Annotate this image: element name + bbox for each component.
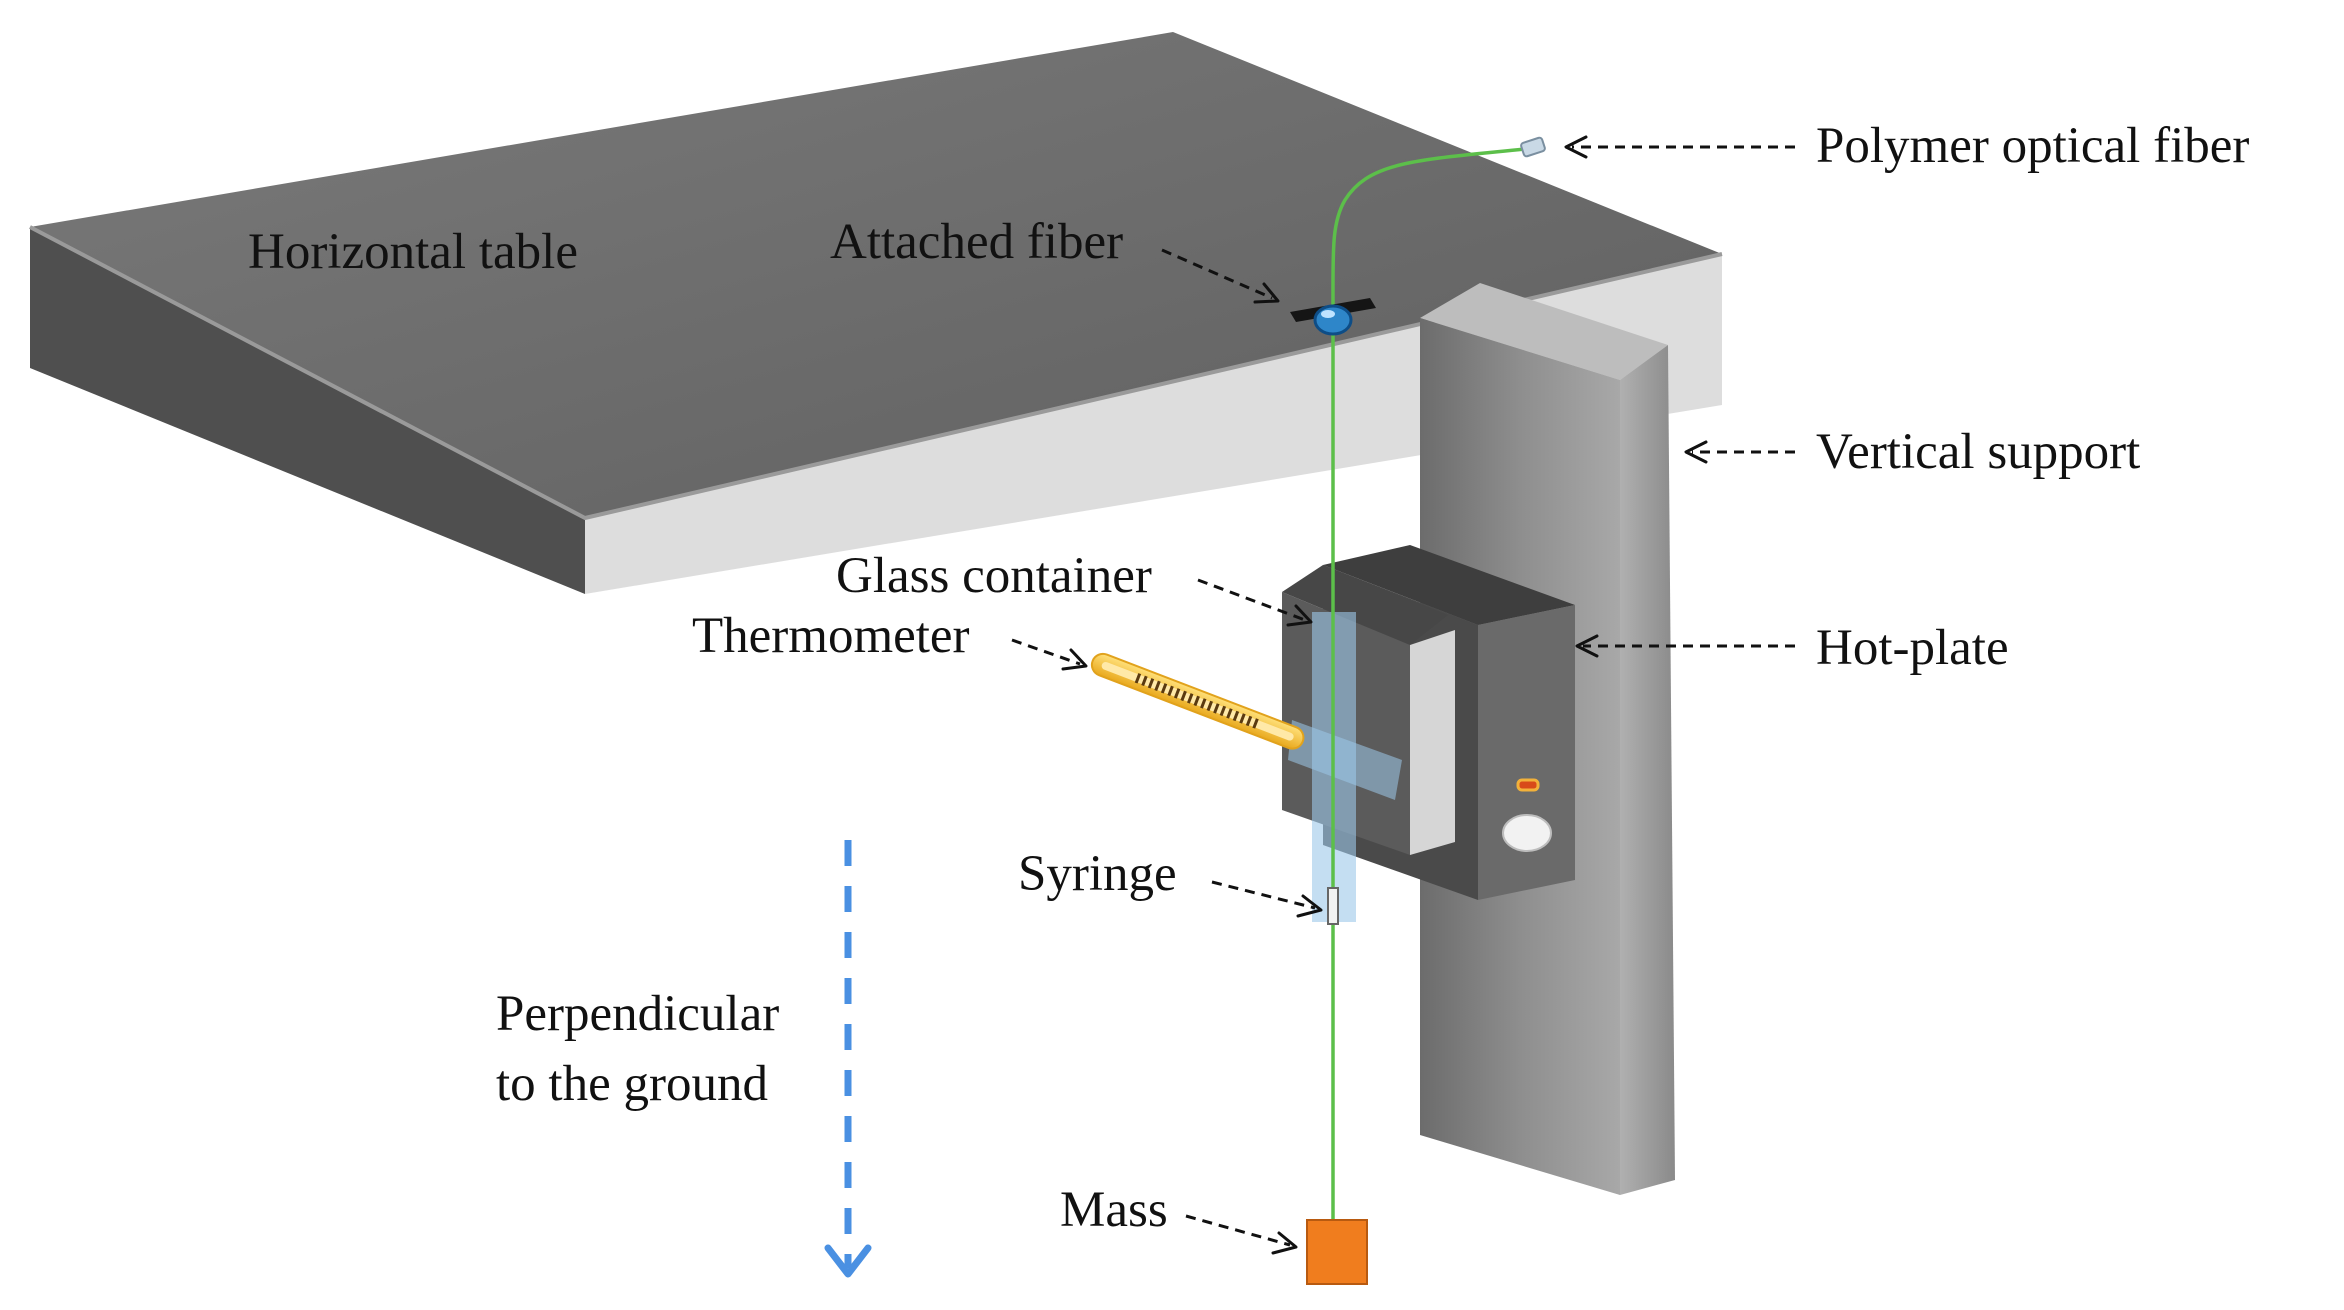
label-perpendicular-line1: Perpendicular bbox=[496, 986, 779, 1042]
label-attached-fiber: Attached fiber bbox=[830, 214, 1123, 270]
mass-block bbox=[1306, 1219, 1368, 1285]
label-polymer-optical-fiber: Polymer optical fiber bbox=[1816, 118, 2249, 174]
leader-thermometer bbox=[1011, 638, 1081, 666]
fiber-connector bbox=[1520, 136, 1546, 158]
perpendicular-arrow-head bbox=[824, 1244, 872, 1278]
label-vertical-support: Vertical support bbox=[1816, 424, 2140, 480]
arrowhead-attached-fiber bbox=[1253, 282, 1280, 304]
arrowhead-glass-container bbox=[1286, 604, 1313, 627]
perpendicular-arrow bbox=[824, 840, 872, 1278]
labels: Horizontal table Attached fiber Polymer … bbox=[248, 118, 2249, 1238]
arrowhead-vertical-support bbox=[1684, 440, 1708, 464]
label-glass-container: Glass container bbox=[836, 548, 1152, 604]
label-horizontal-table: Horizontal table bbox=[248, 224, 578, 280]
leader-mass bbox=[1185, 1214, 1291, 1247]
glass-container-cross bbox=[1288, 720, 1402, 800]
table-front-edge bbox=[30, 227, 585, 594]
container-holder bbox=[1282, 565, 1455, 855]
hot-plate-front bbox=[1478, 605, 1575, 900]
hot-plate-indicator-light bbox=[1516, 778, 1540, 792]
table-top-highlight bbox=[29, 225, 1723, 521]
label-perpendicular-line2: to the ground bbox=[496, 1056, 768, 1112]
fiber-line bbox=[1331, 146, 1536, 1225]
label-thermometer: Thermometer bbox=[692, 608, 970, 664]
leader-attached-fiber bbox=[1161, 248, 1273, 300]
syringe bbox=[1327, 887, 1339, 925]
arrowhead-thermometer bbox=[1061, 648, 1088, 671]
clamp-bead bbox=[1313, 304, 1353, 336]
arrowhead-syringe bbox=[1296, 894, 1323, 918]
support-side bbox=[1620, 345, 1675, 1195]
clamp-bead-shine bbox=[1321, 310, 1335, 318]
label-hot-plate: Hot-plate bbox=[1816, 620, 2009, 676]
leader-glass-container bbox=[1197, 578, 1306, 622]
leader-lines bbox=[1011, 135, 1795, 1255]
syringe-body bbox=[1327, 887, 1339, 925]
holder-top bbox=[1282, 565, 1448, 645]
table-top bbox=[30, 32, 1722, 518]
holder-side bbox=[1410, 630, 1455, 855]
label-mass: Mass bbox=[1060, 1182, 1168, 1238]
hot-plate-knob bbox=[1502, 814, 1552, 852]
label-syringe: Syringe bbox=[1018, 846, 1177, 902]
thermometer-scale bbox=[1134, 673, 1260, 730]
thermometer bbox=[1090, 652, 1305, 750]
arrowhead-hot-plate bbox=[1575, 634, 1599, 658]
leader-syringe bbox=[1211, 880, 1316, 910]
polymer-optical-fiber bbox=[1331, 136, 1546, 1225]
attached-fiber-clamp bbox=[1290, 298, 1376, 336]
arrowhead-polymer-fiber bbox=[1564, 135, 1588, 159]
support-top bbox=[1420, 283, 1668, 380]
hot-plate-top bbox=[1323, 545, 1575, 625]
arrowhead-mass bbox=[1271, 1231, 1298, 1255]
